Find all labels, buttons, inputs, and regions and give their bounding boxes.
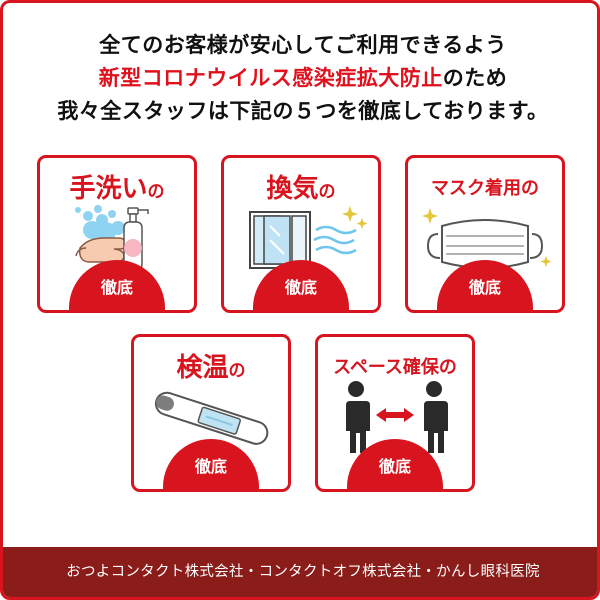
tab-label: 徹底 (378, 457, 411, 476)
header-line-3: 我々全スタッフは下記の５つを徹底しております。 (57, 99, 549, 123)
header-line-2: 新型コロナウイルス感染症拡大防止のため (3, 62, 597, 95)
card-mask: マスク着用の 徹底 (405, 155, 565, 313)
card-title-main: スペース確保 (333, 357, 439, 378)
card-title-suffix: の (438, 357, 457, 378)
footer-bar: おつよコンタクト株式会社・コンタクトオフ株式会社・かんし眼科医院 (3, 547, 597, 597)
notice-header: 全てのお客様が安心してご利用できるよう 新型コロナウイルス感染症拡大防止のため … (3, 29, 597, 128)
card-title-main: 手洗い (69, 174, 148, 204)
card-ventilation: 換気の 徹底 (221, 155, 381, 313)
card-title-suffix: の (147, 182, 165, 202)
card-title-suffix: の (318, 182, 336, 202)
ventilation-icon (249, 206, 368, 269)
tab-label: 徹底 (100, 278, 133, 297)
card-title: マスク着用の (408, 174, 562, 200)
header-line-2-rest: のため (442, 66, 508, 90)
card-title-main: 換気 (266, 174, 319, 204)
mask-icon (422, 208, 552, 269)
card-title-suffix: の (521, 178, 539, 199)
tab-label: 徹底 (194, 457, 227, 476)
handwash-icon (75, 205, 149, 271)
card-title-main: 検温 (176, 353, 229, 383)
card-handwashing: 手洗いの 徹底 (37, 155, 197, 313)
card-title: スペース確保の (318, 353, 472, 379)
card-title: 換気の (224, 168, 378, 205)
card-distance: スペース確保の 徹底 (315, 334, 475, 492)
header-line-2-red: 新型コロナウイルス感染症拡大防止 (98, 66, 443, 90)
card-temperature: 検温の 徹底 (131, 334, 291, 492)
tab-label: 徹底 (284, 278, 317, 297)
header-line-1: 全てのお客様が安心してご利用できるよう (99, 33, 507, 57)
thermometer-icon (154, 391, 269, 445)
tab-label: 徹底 (468, 278, 501, 297)
card-title-suffix: の (228, 361, 246, 381)
social-distance-icon (346, 381, 448, 453)
card-title: 検温の (134, 347, 288, 384)
card-title: 手洗いの (40, 168, 194, 205)
card-title-main: マスク着用 (431, 178, 521, 199)
